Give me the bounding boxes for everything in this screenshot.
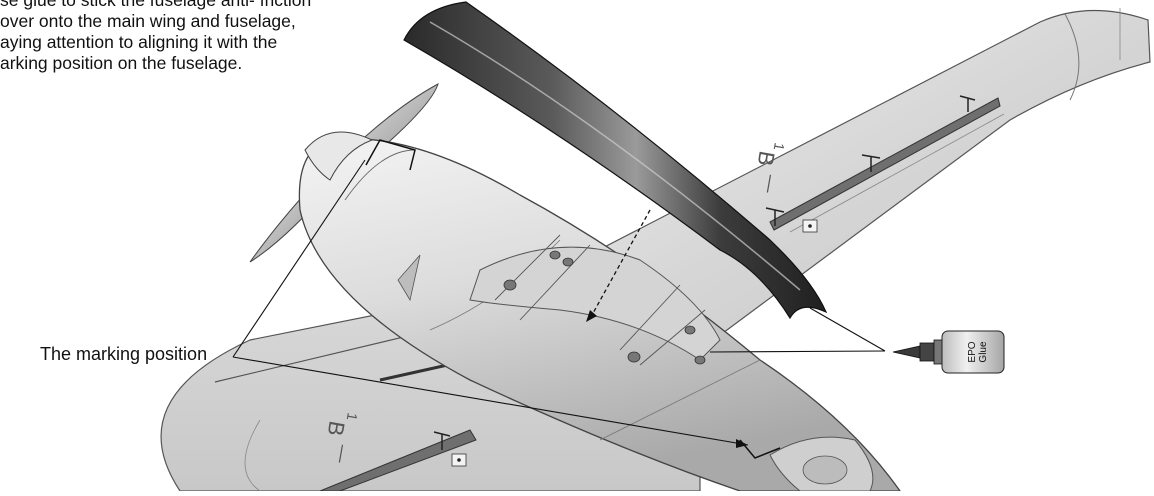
alignment-arrow xyxy=(586,209,651,322)
front-marking-box xyxy=(365,139,416,171)
instruction-line: over onto the main wing and fuselage, xyxy=(0,11,296,31)
glue-label-bottom: Glue xyxy=(978,341,989,363)
epo-glue-bottle-icon: EPO Glue xyxy=(892,330,1005,374)
right-aileron-slot xyxy=(765,95,1005,233)
svg-text:B: B xyxy=(323,419,350,438)
fuselage xyxy=(298,131,902,492)
instruction-text: se glue to stick the fuselage anti- fric… xyxy=(0,0,410,74)
right-wing: B — 1 xyxy=(558,8,1151,351)
instruction-line: arking position on the fuselage. xyxy=(0,53,243,73)
wing-mark-b1-right: B xyxy=(753,149,780,168)
instruction-line: aying attention to aligning it with the xyxy=(0,32,278,52)
svg-text:—: — xyxy=(331,443,354,464)
glue-leaders xyxy=(709,307,886,353)
marking-position-label: The marking position xyxy=(40,344,208,364)
anti-friction-cover xyxy=(403,1,828,320)
marking-position-leaders xyxy=(232,159,749,448)
svg-text:1: 1 xyxy=(771,141,788,152)
svg-text:—: — xyxy=(759,173,782,194)
glue-label-top: EPO xyxy=(967,341,978,362)
svg-text:1: 1 xyxy=(344,411,361,422)
rear-marking-box xyxy=(739,439,781,459)
left-aileron-slot xyxy=(319,429,477,492)
instruction-line: se glue to stick the fuselage anti- fric… xyxy=(0,0,312,10)
